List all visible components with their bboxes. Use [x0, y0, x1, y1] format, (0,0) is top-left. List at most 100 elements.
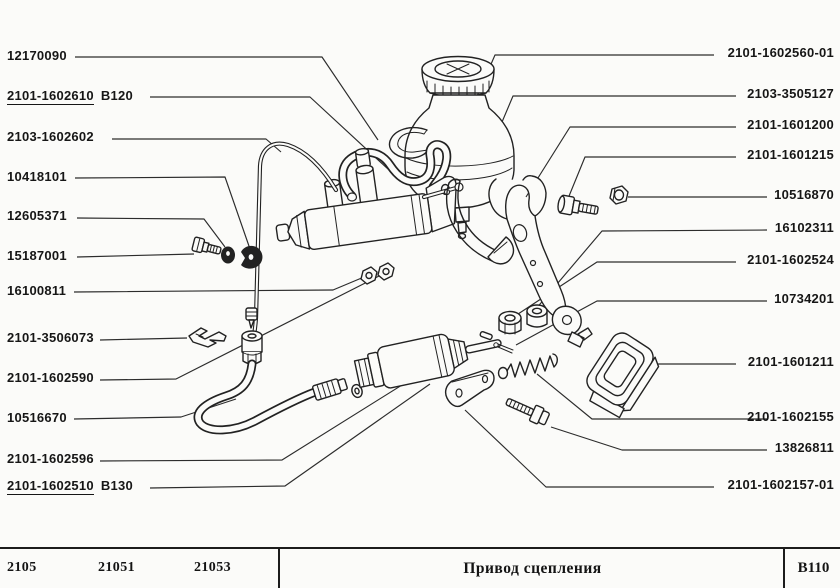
- part-number: 2101-1602560-01: [727, 45, 834, 60]
- leader-line-right-5: [534, 229, 768, 311]
- sheet-title-cell: Привод сцепления: [278, 549, 785, 588]
- hose-fitting-icon: [312, 378, 348, 401]
- fork-bolt-icon: [557, 194, 599, 216]
- part-number: 10418101: [7, 169, 67, 184]
- leader-line-left-6: [73, 276, 365, 293]
- part-number: 2103-3505127: [747, 86, 834, 101]
- diagram-area: 12170090 2101-1602610 В120 2103-1602602 1041…: [7, 45, 834, 495]
- dark-nut-icon: [221, 246, 235, 264]
- spring-bracket-icon: [444, 369, 495, 408]
- leader-line-left-3: [74, 176, 251, 250]
- part-label-left-8: 2101-1602590: [7, 370, 94, 385]
- diagram-canvas: [73, 54, 768, 489]
- part-number: 2103-1602602: [7, 129, 94, 144]
- part-number: 2101-3506073: [7, 330, 94, 345]
- part-number: 2101-1602596: [7, 451, 94, 466]
- leader-line-right-3: [566, 156, 736, 202]
- pedal-push-rod-icon: [421, 182, 464, 200]
- part-label-right-8: 2101-1601211: [748, 354, 834, 369]
- mounting-bolt-icon: [191, 236, 222, 255]
- leader-line-left-8: [99, 273, 384, 381]
- lock-nuts-icon: [498, 304, 548, 335]
- washer-icon: [351, 383, 363, 399]
- part-label-left-1: 2101-1602610 В120: [7, 88, 133, 105]
- part-number: 10516870: [774, 187, 834, 202]
- part-label-right-10: 13826811: [775, 440, 834, 455]
- part-number: 2101-1602610: [7, 88, 94, 105]
- part-label-right-1: 2103-3505127: [747, 86, 834, 101]
- part-number: 2101-1602590: [7, 370, 94, 385]
- part-number: 10734201: [774, 291, 834, 306]
- part-number: 2101-1601211: [747, 354, 834, 369]
- leader-line-left-10: [99, 354, 451, 462]
- fork-nut-icon: [609, 185, 629, 205]
- pedal-pad-icon: [586, 332, 660, 419]
- small-pin-icon: [479, 330, 493, 341]
- part-label-right-0: 2101-1602560-01: [728, 45, 834, 60]
- leader-line-right-10: [550, 426, 767, 451]
- part-number: 2101-1602157-01: [727, 477, 834, 492]
- part-number: 13826811: [774, 440, 834, 455]
- model-list-cell: 2105 21051 21053: [0, 549, 278, 588]
- part-label-left-3: 10418101: [7, 169, 67, 184]
- model-number: 21053: [194, 560, 231, 575]
- model-number: 2105: [7, 560, 37, 575]
- part-label-right-6: 2101-1602524: [747, 252, 834, 267]
- leader-line-left-5: [76, 253, 195, 258]
- pipe-nut-pair-icon: [360, 262, 395, 285]
- part-number: 16102311: [774, 220, 834, 235]
- part-label-right-9: 2101-1602155: [747, 409, 834, 424]
- pipe-end-fitting-icon: [245, 307, 258, 329]
- part-number: 2101-1602510: [7, 478, 94, 495]
- part-label-left-4: 12605371: [7, 208, 67, 223]
- union-fitting-icon: [241, 330, 263, 365]
- footer-table: 2105 21051 21053 Привод сцепления В110: [0, 547, 840, 588]
- part-number: 12170090: [7, 48, 67, 63]
- flexible-hose-icon: [193, 359, 320, 435]
- adjuster-bolt-icon: [505, 398, 550, 426]
- clutch-slave-cylinder-icon: [353, 333, 502, 389]
- part-number: 16100811: [7, 283, 67, 298]
- part-number: 10516670: [7, 410, 67, 425]
- leader-line-left-11: [149, 383, 431, 489]
- part-number: 2101-1602155: [747, 409, 834, 424]
- clutch-master-cylinder-icon: [275, 147, 457, 251]
- part-label-right-2: 2101-1601200: [747, 117, 834, 132]
- retaining-clip-icon: [188, 327, 227, 348]
- sheet-code-cell: В110: [783, 549, 840, 588]
- part-number: 2101-1602524: [747, 252, 834, 267]
- reservoir-cap-icon: [421, 55, 495, 98]
- leader-line-left-9: [73, 398, 237, 420]
- part-label-left-2: 2103-1602602: [7, 129, 94, 144]
- model-number: 21051: [98, 560, 135, 575]
- sheet-title: Привод сцепления: [463, 559, 602, 577]
- return-spring-icon: [497, 353, 558, 380]
- part-label-left-10: 2101-1602596: [7, 451, 94, 466]
- leader-line-right-7: [515, 300, 767, 346]
- part-label-right-3: 2101-1601215: [747, 147, 834, 162]
- part-number: 2101-1601215: [747, 147, 834, 162]
- part-label-right-7: 10734201: [774, 291, 834, 306]
- part-label-left-9: 10516670: [7, 410, 67, 425]
- sheet-code: В110: [797, 560, 830, 576]
- leader-line-left-2: [112, 138, 282, 153]
- release-fork-icon: [488, 175, 593, 348]
- part-number: 15187001: [7, 248, 67, 263]
- cotter-pin-icon: [493, 342, 514, 354]
- leader-line-left-7: [99, 337, 188, 341]
- leader-line-left-0: [75, 56, 379, 141]
- leader-line-right-2: [525, 126, 736, 198]
- part-label-left-6: 16100811: [7, 283, 66, 298]
- leader-line-left-4: [76, 217, 226, 248]
- part-label-left-5: 15187001: [7, 248, 67, 263]
- part-label-left-0: 12170090: [7, 48, 67, 63]
- part-variant-code: В120: [100, 88, 133, 103]
- part-label-right-11: 2101-1602157-01: [728, 477, 834, 492]
- clutch-pedal-icon: [445, 178, 515, 265]
- part-label-left-7: 2101-3506073: [7, 330, 94, 345]
- part-label-right-5: 16102311: [775, 220, 834, 235]
- part-label-right-4: 10516870: [774, 187, 834, 202]
- leader-line-left-1: [150, 96, 390, 171]
